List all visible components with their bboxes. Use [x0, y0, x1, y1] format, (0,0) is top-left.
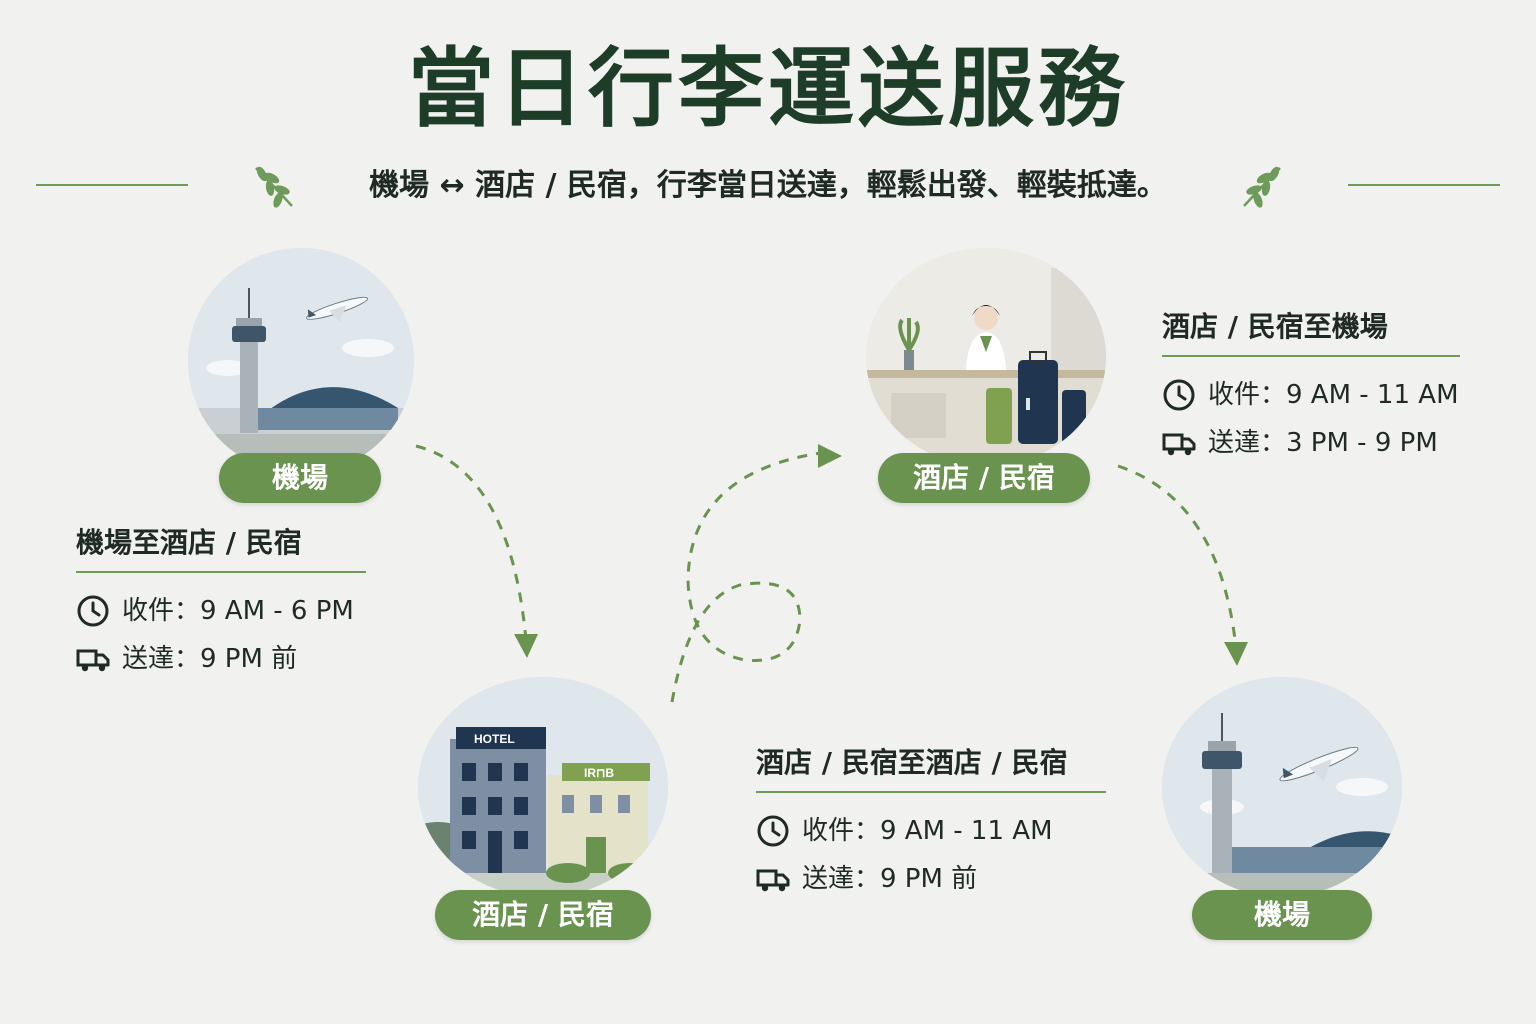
route-title: 機場至酒店 / 民宿: [76, 526, 302, 559]
pickup-text: 收件：9 AM - 6 PM: [122, 596, 354, 626]
hotel-buildings-illustration: HOTEL IR⊓B: [418, 677, 668, 897]
reception-scene-icon: [866, 248, 1106, 466]
arrowhead-1: [514, 634, 538, 658]
subtitle-row: 機場 ↔ 酒店 / 民宿，行李當日送達，輕鬆出發、輕裝抵達。: [0, 160, 1536, 210]
node-label-hotel: 酒店 / 民宿: [435, 890, 651, 940]
hotel-sign: HOTEL: [474, 732, 515, 746]
truck-icon: [76, 642, 110, 676]
delivery-row: 送達：9 PM 前: [756, 855, 1106, 903]
delivery-text: 送達：9 PM 前: [802, 864, 978, 894]
leaf-sprig-icon: [255, 166, 293, 208]
leaf-sprig-icon: [1243, 166, 1281, 208]
hotel-reception-illustration: [866, 248, 1106, 466]
delivery-row: 送達：9 PM 前: [76, 635, 366, 683]
route-title: 酒店 / 民宿至機場: [1162, 310, 1388, 343]
airport-scene-icon: [1162, 677, 1402, 897]
inn-sign: IR⊓B: [584, 766, 614, 780]
clock-icon: [756, 814, 790, 848]
clock-icon: [1162, 378, 1196, 412]
delivery-text: 送達：3 PM - 9 PM: [1208, 428, 1438, 458]
subtitle-divider-left: [36, 184, 188, 186]
arrow-airport-to-hotel: [415, 444, 528, 641]
airport-scene-icon: [188, 248, 414, 474]
node-label-airport: 機場: [1192, 890, 1372, 940]
truck-icon: [756, 862, 790, 896]
truck-icon: [1162, 426, 1196, 460]
arrowhead-3: [1224, 642, 1248, 666]
pickup-text: 收件：9 AM - 11 AM: [1208, 380, 1459, 410]
arrow-hotel-to-airport: [1117, 464, 1238, 649]
pickup-row: 收件：9 AM - 11 AM: [1162, 371, 1460, 419]
page-title: 當日行李運送服務: [408, 39, 1128, 139]
route-divider: [1162, 355, 1460, 357]
pickup-row: 收件：9 AM - 6 PM: [76, 587, 366, 635]
route-title: 酒店 / 民宿至酒店 / 民宿: [756, 746, 1068, 779]
airport-illustration: [188, 248, 414, 474]
hotel-building-icon: HOTEL IR⊓B: [418, 677, 668, 897]
subtitle: 機場 ↔ 酒店 / 民宿，行李當日送達，輕鬆出發、輕裝抵達。: [369, 168, 1167, 203]
route-divider: [76, 571, 366, 573]
delivery-row: 送達：3 PM - 9 PM: [1162, 419, 1460, 467]
arrowhead-2: [818, 444, 842, 468]
airport-illustration: [1162, 677, 1402, 897]
pickup-row: 收件：9 AM - 11 AM: [756, 807, 1106, 855]
route-info-airport-to-hotel: 機場至酒店 / 民宿 收件：9 AM - 6 PM 送達：9 PM 前: [76, 523, 366, 683]
pickup-text: 收件：9 AM - 11 AM: [802, 816, 1053, 846]
route-divider: [756, 791, 1106, 793]
clock-icon: [76, 594, 110, 628]
subtitle-divider-right: [1348, 184, 1500, 186]
delivery-text: 送達：9 PM 前: [122, 644, 298, 674]
arrow-hotel-loop: [670, 450, 829, 703]
route-info-hotel-to-hotel: 酒店 / 民宿至酒店 / 民宿 收件：9 AM - 11 AM 送達：9 PM …: [756, 743, 1106, 903]
node-label-airport: 機場: [219, 453, 381, 503]
node-label-hotel: 酒店 / 民宿: [878, 453, 1090, 503]
route-info-hotel-to-airport: 酒店 / 民宿至機場 收件：9 AM - 11 AM 送達：3 PM - 9 P…: [1162, 307, 1460, 467]
